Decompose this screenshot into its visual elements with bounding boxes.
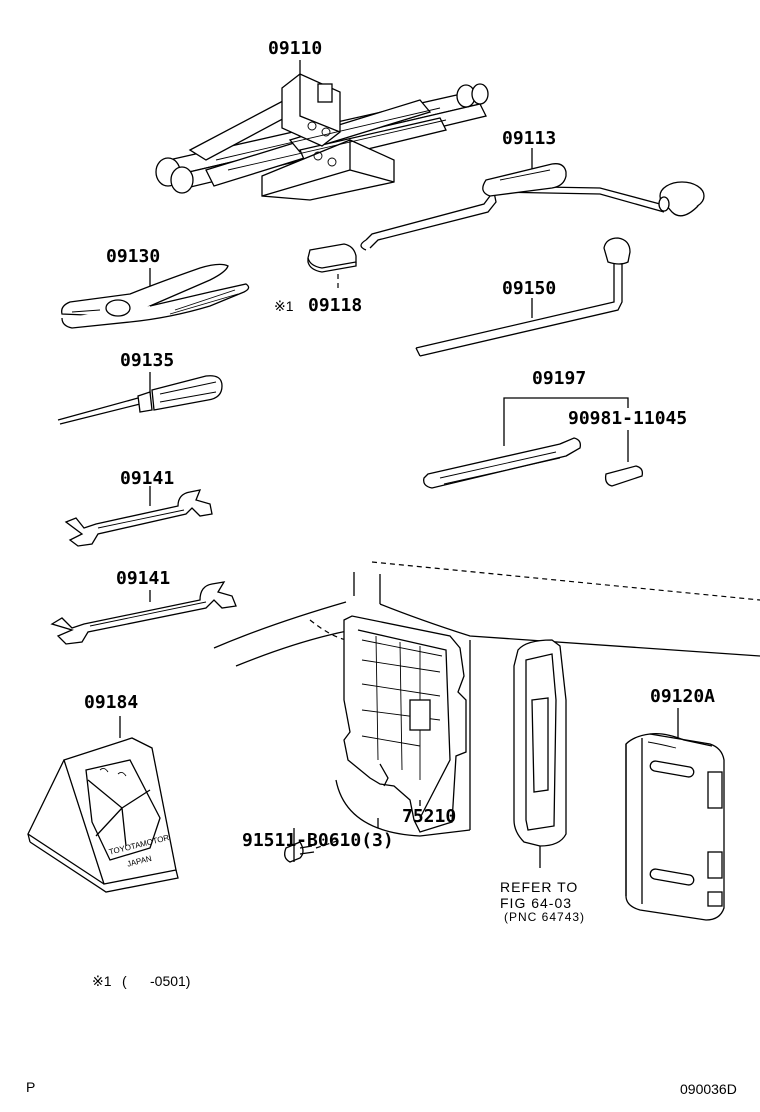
footnote-mark: ※1 bbox=[92, 973, 112, 989]
part-label-tool-box: 75210 bbox=[402, 806, 457, 827]
part-label-screw: 91511-B0610(3) bbox=[242, 830, 394, 851]
tool-box-mount-illustration bbox=[213, 561, 760, 863]
cover-panel-illustration bbox=[513, 639, 567, 868]
part-label-wrench-b: 09141 bbox=[116, 568, 171, 589]
jack-handle-illustration bbox=[360, 148, 705, 251]
screwdriver-illustration bbox=[57, 372, 223, 425]
part-label-triangle: 09184 bbox=[84, 692, 139, 713]
wrench-b-illustration bbox=[50, 581, 237, 645]
part-label-wrench-a: 09141 bbox=[120, 468, 175, 489]
part-label-jack: 09110 bbox=[268, 38, 323, 59]
pliers-illustration bbox=[61, 263, 250, 329]
scissor-jack-illustration bbox=[155, 60, 489, 201]
part-label-pliers: 09130 bbox=[106, 246, 161, 267]
part-label-kit-case: 09120A bbox=[650, 686, 716, 707]
part-label-wheel-wrench: 09150 bbox=[502, 278, 557, 299]
warning-triangle-illustration bbox=[27, 716, 179, 893]
wrench-a-illustration bbox=[64, 486, 213, 547]
part-label-jack-handle: 09113 bbox=[502, 128, 557, 149]
part-label-bulb-tool: 09197 bbox=[532, 368, 587, 389]
refer-note-line3: (PNC 64743) bbox=[504, 910, 586, 924]
part-label-bulb-tool-sub: 90981-11045 bbox=[568, 408, 688, 429]
handle-cap-illustration bbox=[307, 243, 357, 292]
wheel-wrench-illustration bbox=[415, 237, 631, 357]
footnote-range: ( -0501) bbox=[122, 973, 191, 989]
footer-right: 090036D bbox=[680, 1081, 737, 1097]
tool-case-illustration bbox=[625, 708, 725, 921]
part-label-handle-cap: 09118 bbox=[308, 295, 363, 316]
handle-cap-mark: ※1 bbox=[274, 298, 294, 314]
footer-left: P bbox=[26, 1079, 36, 1095]
refer-note-line2: FIG 64-03 bbox=[500, 895, 573, 911]
bulb-tool-illustration bbox=[423, 397, 644, 489]
part-label-screwdriver: 09135 bbox=[120, 350, 175, 371]
refer-note-line1: REFER TO bbox=[500, 879, 579, 895]
